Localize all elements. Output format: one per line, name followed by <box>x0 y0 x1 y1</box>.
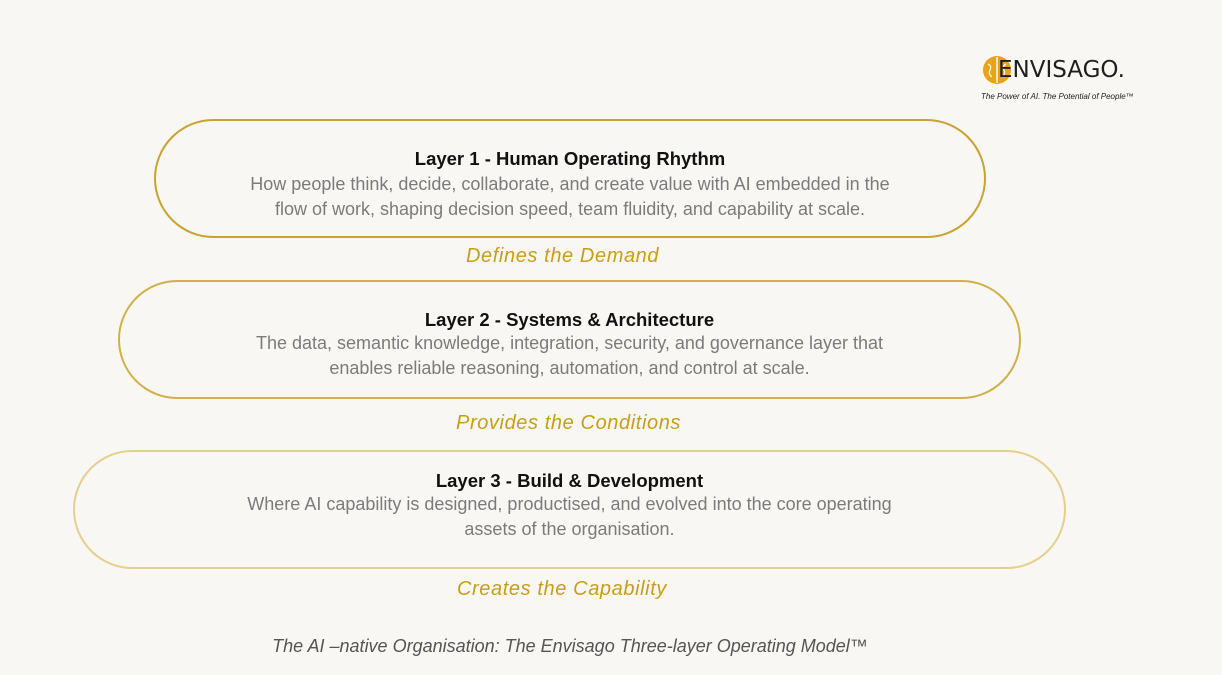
brain-logo-icon <box>983 56 1011 84</box>
logo-wordmark: ENVISAGO. <box>998 57 1125 83</box>
layer-1-description-line-2: flow of work, shaping decision speed, te… <box>275 199 865 219</box>
layer-1-description-line-1: How people think, decide, collaborate, a… <box>250 174 890 194</box>
layer-1-pill: Layer 1 - Human Operating Rhythm How peo… <box>154 119 986 238</box>
layer-3-pill: Layer 3 - Build & Development Where AI c… <box>73 450 1066 569</box>
connector-defines-demand: Defines the Demand <box>466 245 660 267</box>
layer-3-title: Layer 3 - Build & Development <box>435 470 704 491</box>
layer-2-description: The data, semantic knowledge, integratio… <box>120 331 1019 381</box>
layer-2-description-line-2: enables reliable reasoning, automation, … <box>329 358 810 378</box>
layer-2-pill: Layer 2 - Systems & Architecture The dat… <box>118 280 1021 399</box>
layer-1-title: Layer 1 - Human Operating Rhythm <box>414 148 726 169</box>
logo-tagline: The Power of AI. The Potential of People… <box>981 92 1134 101</box>
layer-3-description: Where AI capability is designed, product… <box>75 492 1064 542</box>
layer-2-title: Layer 2 - Systems & Architecture <box>424 309 715 330</box>
layer-3-description-line-2: assets of the organisation. <box>464 519 675 539</box>
layer-1-description: How people think, decide, collaborate, a… <box>156 172 984 222</box>
envisago-logo: ENVISAGO. The Power of AI. The Potential… <box>980 52 1150 104</box>
layer-2-description-line-1: The data, semantic knowledge, integratio… <box>255 333 884 353</box>
connector-provides-conditions: Provides the Conditions <box>456 412 682 434</box>
layer-3-description-line-1: Where AI capability is designed, product… <box>247 494 892 514</box>
connector-creates-capability: Creates the Capability <box>457 578 667 600</box>
figure-caption: The AI –native Organisation: The Envisag… <box>272 636 868 656</box>
